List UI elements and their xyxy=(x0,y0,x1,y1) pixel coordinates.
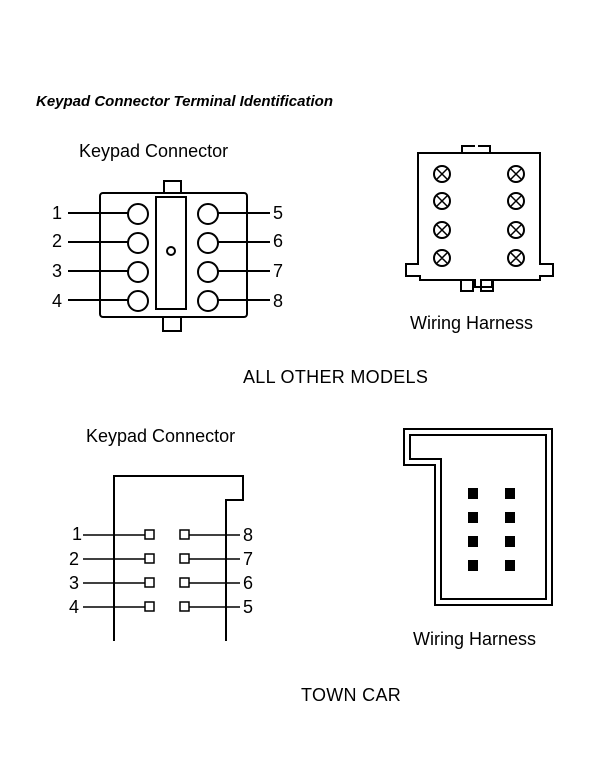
pin-number-label: 5 xyxy=(273,203,284,223)
towncar-harness-terminals xyxy=(468,488,515,571)
harness-terminal-xs xyxy=(433,165,525,267)
wiring-harness-outline xyxy=(405,145,554,292)
pin-number-label: 3 xyxy=(69,573,80,593)
pin-number-label: 1 xyxy=(72,524,83,544)
pin-number-label: 2 xyxy=(69,549,80,569)
pin-number-label: 7 xyxy=(243,549,254,569)
keypad-connector-label: Keypad Connector xyxy=(79,141,229,161)
connector-pin-holes xyxy=(127,203,219,312)
pin-number-label: 2 xyxy=(52,231,63,251)
pin-number-label: 6 xyxy=(273,231,284,251)
pin-number-label: 4 xyxy=(69,597,80,617)
model-label-all-other: ALL OTHER MODELS xyxy=(243,367,429,387)
pin-number-label: 4 xyxy=(52,291,63,311)
model-label-town-car: TOWN CAR xyxy=(301,685,402,705)
pin-number-label: 8 xyxy=(243,525,254,545)
wiring-harness-label: Wiring Harness xyxy=(410,313,534,333)
pin-leader-lines xyxy=(68,212,270,301)
pin-number-label: 6 xyxy=(243,573,254,593)
keypad-connector-outline xyxy=(99,180,248,332)
towncar-harness-outline xyxy=(403,428,553,606)
towncar-pin-leader-lines xyxy=(83,534,240,608)
pin-number-label: 7 xyxy=(273,261,284,281)
towncar-connector-outline xyxy=(113,475,244,641)
pin-number-label: 8 xyxy=(273,291,284,311)
keypad-connector-label: Keypad Connector xyxy=(86,426,236,446)
connector-center-dot xyxy=(166,246,176,256)
diagram-title: Keypad Connector Terminal Identification xyxy=(36,93,333,110)
wiring-harness-label: Wiring Harness xyxy=(413,629,537,649)
pin-number-label: 3 xyxy=(52,261,63,281)
pin-number-label: 5 xyxy=(243,597,254,617)
connector-center-slot xyxy=(155,196,187,310)
towncar-pin-squares xyxy=(144,529,190,612)
pin-number-label: 1 xyxy=(52,203,63,223)
